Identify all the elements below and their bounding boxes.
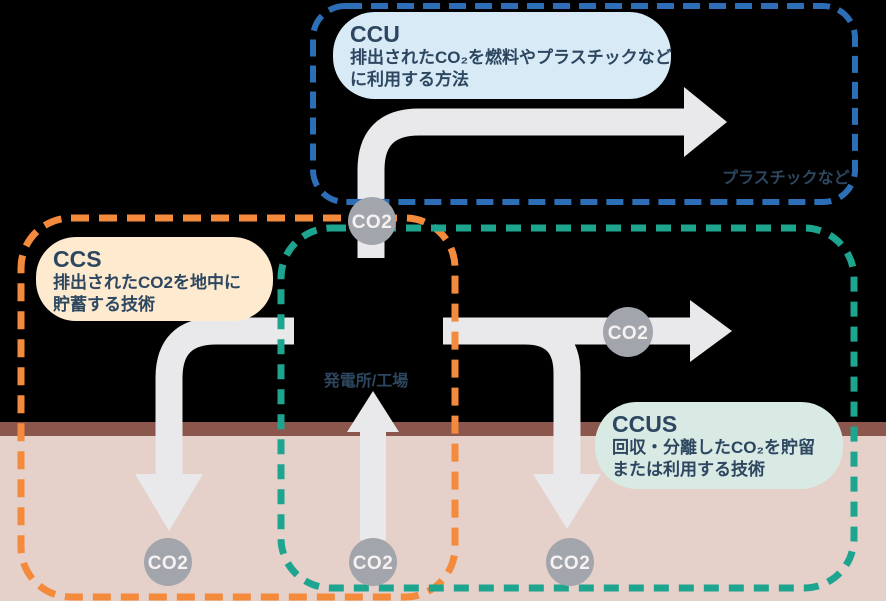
ccs-region-border: [17, 214, 459, 601]
co2-circle: [144, 538, 192, 586]
ccus-storage-arrowhead: [533, 474, 601, 529]
ccs-label-box: CCS 排出されたCO2を地中に 貯蓄する技術: [36, 237, 273, 321]
ccs-description-line2: 貯蓄する技術: [53, 295, 155, 314]
ccs-storage-arrow: [155, 317, 294, 476]
plastic-products-label: プラスチックなど: [722, 170, 850, 187]
ccu-description-line1: 排出されたCO₂を燃料やプラスチックなど: [350, 48, 672, 67]
ccus-label-box: CCUS 回収・分離したCO₂を貯留 または利用する技術: [595, 402, 843, 489]
co2-circle: [349, 538, 397, 586]
ccu-label-box: CCU 排出されたCO₂を燃料やプラスチックなど に利用する方法: [333, 12, 672, 99]
co2-label: CO2: [608, 323, 649, 344]
ccu-utilization-arrowhead: [684, 87, 727, 157]
ccus-description-line2: または利用する技術: [612, 460, 765, 479]
ccus-utilization-arrowhead: [690, 300, 732, 362]
co2-label: CO2: [352, 212, 393, 233]
ccu-description-line2: に利用する方法: [350, 70, 469, 89]
plant-emission-arrowhead: [347, 391, 399, 432]
co2-label: CO2: [353, 553, 394, 574]
co2-circle: [603, 307, 653, 357]
ccu-title: CCU: [350, 21, 400, 47]
co2-badge-underground-source: CO2: [349, 538, 397, 586]
co2-badge-ccs-stored: CO2: [144, 538, 192, 586]
ccus-description-line1: 回収・分離したCO₂を貯留: [612, 438, 816, 457]
ccus-title: CCUS: [612, 411, 678, 437]
co2-badge-emitted: CO2: [348, 197, 396, 245]
co2-circle: [546, 538, 594, 586]
ccu-utilization-arrow: [357, 108, 684, 258]
ccs-title: CCS: [53, 246, 102, 272]
power-plant-factory-label: 発電所/工場: [323, 373, 409, 390]
ccu-region-border: [310, 3, 858, 205]
ccus-region-border: [277, 224, 858, 592]
ccs-description-line1: 排出されたCO2を地中に: [53, 273, 241, 292]
co2-badge-utilized: CO2: [603, 307, 653, 357]
ccus-storage-branch-arrow: [524, 317, 581, 476]
co2-label: CO2: [148, 553, 189, 574]
co2-circle: [348, 197, 396, 245]
ccs-storage-arrowhead: [135, 474, 203, 531]
co2-badge-ccus-stored: CO2: [546, 538, 594, 586]
co2-label: CO2: [550, 553, 591, 574]
